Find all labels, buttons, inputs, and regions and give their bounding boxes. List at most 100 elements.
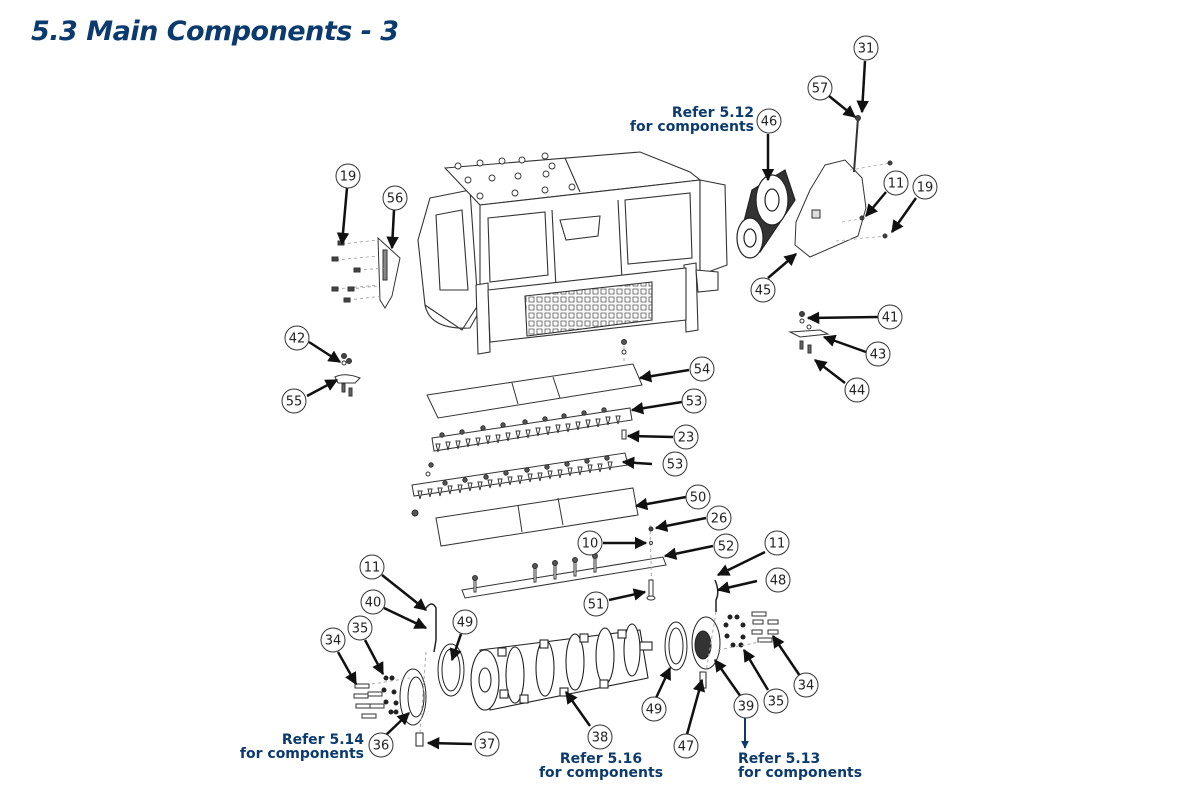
callout-number: 19 xyxy=(340,170,357,185)
callout-circle xyxy=(756,108,782,134)
callout-41: 41 xyxy=(877,304,903,330)
ref-5-14-label: Refer 5.14 for components xyxy=(239,732,364,762)
callout-number: 44 xyxy=(849,384,866,399)
callout-42: 42 xyxy=(284,325,310,351)
left-skid xyxy=(334,353,361,397)
ref-5-13-label: Refer 5.13 for components xyxy=(738,751,863,781)
callout-number: 53 xyxy=(667,458,684,473)
drive-cover-plate xyxy=(794,115,893,258)
callout-52: 52 xyxy=(713,533,739,559)
callout-number: 37 xyxy=(479,738,496,753)
callout-number: 50 xyxy=(690,491,707,506)
callout-38: 38 xyxy=(587,724,613,750)
callout-circle xyxy=(583,591,609,617)
page-title: 5.3 Main Components - 3 xyxy=(31,16,399,47)
callout-26: 26 xyxy=(706,505,732,531)
callout-number: 54 xyxy=(694,363,711,378)
callout-circle xyxy=(807,75,833,101)
callout-36: 36 xyxy=(368,732,394,758)
callout-circle xyxy=(577,530,603,556)
callout-number: 35 xyxy=(352,622,369,637)
callout-number: 51 xyxy=(588,598,605,613)
callout-circle xyxy=(474,731,500,757)
callout-number: 57 xyxy=(812,82,829,97)
callout-37: 37 xyxy=(474,731,500,757)
callout-circle xyxy=(281,388,307,414)
callout-19: 19 xyxy=(335,163,361,189)
callout-number: 45 xyxy=(755,284,772,299)
callout-number: 52 xyxy=(718,540,735,555)
callout-number: 31 xyxy=(858,42,875,57)
callout-46: 46 xyxy=(756,108,782,134)
callout-45: 45 xyxy=(750,277,776,303)
callout-circle xyxy=(765,567,791,593)
callout-49: 49 xyxy=(641,696,667,722)
callout-number: 10 xyxy=(582,537,599,552)
callout-number: 11 xyxy=(888,177,905,192)
callout-circle xyxy=(347,615,373,641)
callout-number: 36 xyxy=(373,739,390,754)
callout-55: 55 xyxy=(281,388,307,414)
shredder-plates xyxy=(411,339,667,601)
callout-circle xyxy=(673,424,699,450)
callout-circle xyxy=(641,696,667,722)
callout-54: 54 xyxy=(689,356,715,382)
callout-number: 40 xyxy=(365,596,382,611)
callout-circle xyxy=(382,185,408,211)
callout-44: 44 xyxy=(844,377,870,403)
callout-11: 11 xyxy=(883,170,909,196)
callout-circle xyxy=(706,505,732,531)
leader-arrows xyxy=(306,60,918,750)
callout-number: 34 xyxy=(798,679,815,694)
callout-number: 38 xyxy=(592,731,609,746)
callout-47: 47 xyxy=(673,733,699,759)
callout-circle xyxy=(320,627,346,653)
callout-number: 48 xyxy=(770,574,787,589)
callout-circle xyxy=(877,304,903,330)
main-housing xyxy=(417,151,728,355)
callout-circle xyxy=(733,693,759,719)
callout-19: 19 xyxy=(912,174,938,200)
callout-circle xyxy=(865,341,891,367)
callout-56: 56 xyxy=(382,185,408,211)
callout-number: 39 xyxy=(738,700,755,715)
callout-34: 34 xyxy=(793,672,819,698)
callout-43: 43 xyxy=(865,341,891,367)
callout-circle xyxy=(750,277,776,303)
callout-51: 51 xyxy=(583,591,609,617)
callout-circle xyxy=(335,163,361,189)
callout-number: 53 xyxy=(686,395,703,410)
callout-number: 23 xyxy=(678,431,695,446)
callout-circle xyxy=(359,554,385,580)
callout-number: 43 xyxy=(870,348,887,363)
callout-57: 57 xyxy=(807,75,833,101)
callout-circle xyxy=(368,732,394,758)
callout-circle xyxy=(681,388,707,414)
callout-49: 49 xyxy=(452,609,478,635)
callout-11: 11 xyxy=(359,554,385,580)
callout-10: 10 xyxy=(577,530,603,556)
callout-53: 53 xyxy=(681,388,707,414)
callout-number: 46 xyxy=(761,115,778,130)
callout-number: 55 xyxy=(286,395,303,410)
callout-35: 35 xyxy=(763,688,789,714)
callout-number: 47 xyxy=(678,740,695,755)
callout-53: 53 xyxy=(662,451,688,477)
callout-circle xyxy=(853,35,879,61)
callout-circle xyxy=(713,533,739,559)
callout-34: 34 xyxy=(320,627,346,653)
callout-48: 48 xyxy=(765,567,791,593)
belt-drive xyxy=(736,169,796,259)
callout-number: 42 xyxy=(289,332,306,347)
callout-number: 11 xyxy=(769,537,786,552)
callout-circle xyxy=(673,733,699,759)
ref-5-16-label: Refer 5.16 for components xyxy=(538,751,664,781)
callout-circle xyxy=(844,377,870,403)
left-bearing-assembly xyxy=(353,603,465,747)
callout-40: 40 xyxy=(360,589,386,615)
right-skid xyxy=(788,311,830,354)
callout-circle xyxy=(685,484,711,510)
callout-50: 50 xyxy=(685,484,711,510)
callout-circle xyxy=(912,174,938,200)
callout-11: 11 xyxy=(764,530,790,556)
